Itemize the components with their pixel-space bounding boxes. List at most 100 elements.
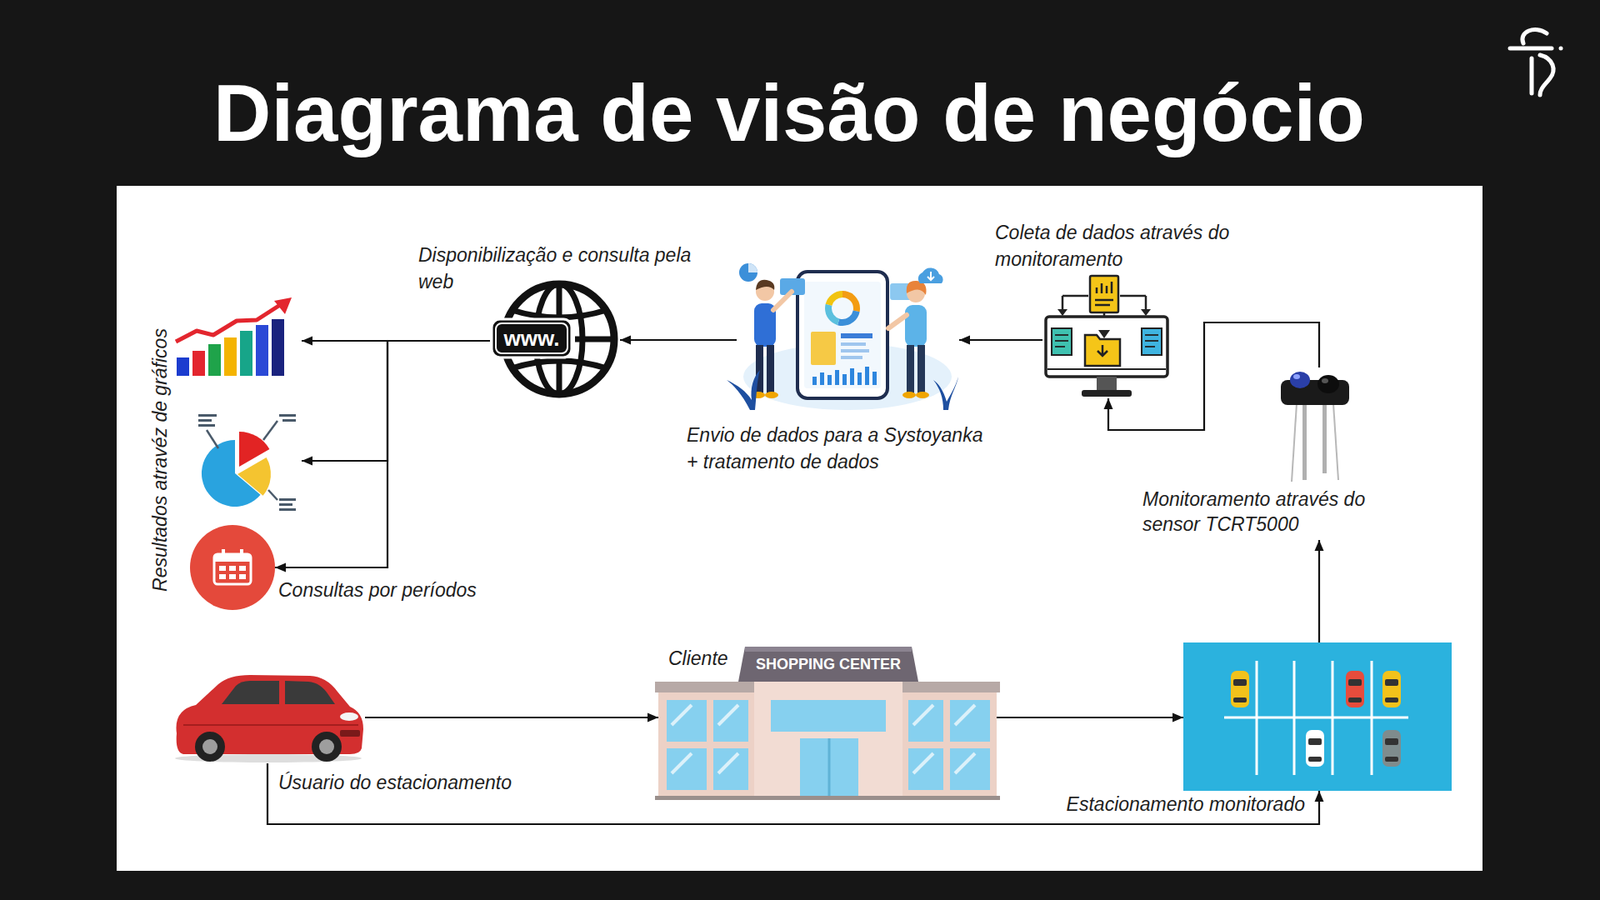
team-illustration [797, 271, 888, 399]
data-collection-icon [1085, 335, 1120, 366]
arrowhead [275, 563, 286, 573]
pie-chart-icon [279, 508, 296, 511]
connector [365, 713, 659, 723]
arrowhead [647, 713, 659, 723]
shopping-center-illustration [913, 705, 934, 725]
team-illustration [827, 375, 832, 385]
parking-lot-illustration [1385, 756, 1399, 762]
tcrt5000-sensor [1322, 403, 1327, 474]
bar-chart-icon [176, 357, 190, 376]
shopping-center-illustration [713, 700, 749, 742]
calendar-icon [240, 549, 244, 558]
parking-lot-illustration [1345, 670, 1365, 708]
parking-lot-illustration [1230, 670, 1250, 708]
arrowhead [301, 336, 313, 346]
team-illustration [810, 331, 836, 365]
connector [1104, 322, 1320, 430]
data-collection-icon [1105, 285, 1109, 294]
data-collection-icon [1055, 334, 1069, 336]
connector [996, 713, 1184, 723]
car-illustration [340, 730, 360, 737]
connector [301, 336, 490, 466]
data-collection-icon [1090, 275, 1119, 313]
shopping-center-illustration [745, 646, 912, 652]
arrowhead [959, 335, 970, 345]
team-illustration [755, 280, 775, 290]
team-illustration [857, 372, 862, 385]
connector [1315, 540, 1325, 643]
shopping-center-illustration [955, 753, 975, 774]
data-collection-icon [1145, 340, 1159, 342]
globe-icon [491, 319, 572, 358]
caption: Coleta de dados através do monitoramento [995, 219, 1245, 273]
parking-lot-illustration [1305, 730, 1325, 767]
bar-chart-icon [175, 297, 292, 376]
parking-lot-illustration [1385, 738, 1399, 745]
pie-chart-icon [198, 414, 217, 417]
shopping-center-illustration [908, 700, 944, 742]
bar-chart-icon [240, 330, 253, 376]
badge-text: www. [491, 319, 572, 358]
brand-logo [1522, 30, 1547, 44]
calendar-icon [219, 574, 226, 580]
data-collection-icon [1055, 335, 1069, 347]
processing-node: Envio de dados para a Systoyanka + trata… [736, 263, 960, 414]
team-illustration [888, 315, 907, 329]
team-illustration [828, 294, 857, 323]
caption: Cliente [668, 645, 729, 672]
tcrt5000-sensor [1290, 371, 1310, 389]
calendar-icon [229, 565, 236, 571]
tcrt5000-sensor [1321, 378, 1329, 384]
calendar-icon [229, 574, 236, 580]
team-illustration [850, 368, 855, 385]
parking-lot-illustration [1233, 697, 1247, 703]
bar-chart-icon [255, 325, 269, 376]
team-illustration [933, 376, 959, 410]
calendar-icon [190, 525, 275, 610]
data-collection-icon [1061, 295, 1065, 310]
data-collection-icon [1045, 316, 1168, 377]
connector [959, 335, 1043, 345]
team-illustration [828, 294, 857, 323]
caption: Estacionamento monitorado [1066, 792, 1305, 816]
connector [620, 335, 737, 345]
team-illustration [840, 333, 873, 339]
parking-lot-illustration [1345, 670, 1365, 708]
team-illustration [773, 291, 792, 310]
arrowhead [1315, 540, 1325, 551]
calendar-icon [214, 554, 251, 585]
team-illustration [804, 281, 881, 389]
parking-lot-illustration [1385, 697, 1399, 703]
shopping-center-illustration [828, 738, 831, 800]
shopping-center-illustration [718, 753, 739, 774]
brand-logo [1510, 30, 1564, 95]
parking-lot-illustration [1230, 670, 1250, 708]
bar-chart-icon [208, 344, 221, 376]
connector-line [620, 339, 737, 341]
brand-logo [1530, 58, 1535, 94]
car-illustration [319, 739, 335, 755]
calendar-icon [190, 525, 275, 610]
data-collection-icon [1110, 281, 1114, 294]
page-title: Diagrama de visão de negócio [0, 67, 1579, 160]
team-illustration [812, 376, 817, 385]
connector-line [996, 716, 1184, 719]
team-illustration [915, 391, 930, 399]
tcrt5000-sensor [1293, 374, 1300, 380]
arrowhead [620, 335, 631, 345]
shopping-center-illustration [671, 753, 692, 774]
connector-line [365, 716, 659, 719]
data-collection-icon [1140, 309, 1151, 316]
data-collection-icon [1145, 334, 1159, 336]
parking-lot-illustration [1348, 697, 1362, 703]
caption: Úsuario do estacionamento [278, 770, 512, 795]
arrowhead [1315, 790, 1325, 802]
shopping-center-illustration [655, 646, 1000, 800]
parking-lot-illustration [1308, 738, 1322, 745]
team-illustration [927, 271, 935, 280]
caption: Consultas por períodos [278, 578, 477, 602]
parking-lot-illustration [1233, 679, 1247, 686]
pie-chart-icon [198, 424, 215, 427]
pie-chart-icon [279, 503, 293, 506]
